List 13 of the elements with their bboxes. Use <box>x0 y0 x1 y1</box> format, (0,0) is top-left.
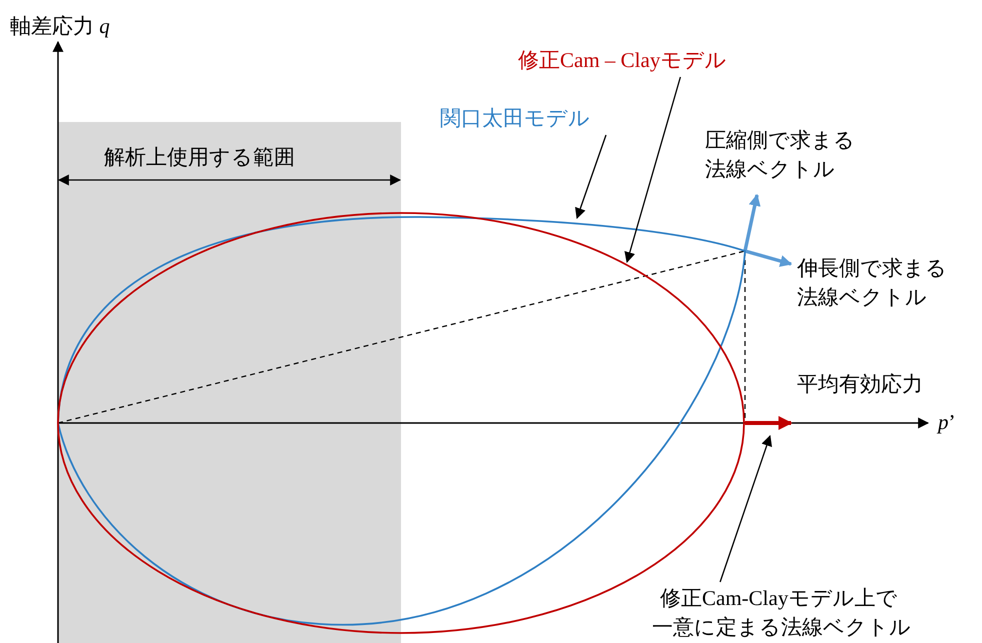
normal-vector-arrow <box>745 416 792 430</box>
model-label: 修正Cam – Clayモデル <box>518 47 728 74</box>
axis-label: 軸差応力 q <box>10 13 111 40</box>
leader-line <box>575 134 607 220</box>
model-label: 関口太田モデル <box>440 105 591 132</box>
axis-label: p’ <box>938 409 956 436</box>
model-label: 修正Cam-Clayモデル上で一意に定まる法線ベクトル <box>652 585 912 641</box>
vector-label: 伸長側で求まる法線ベクトル <box>797 255 948 311</box>
leader-line <box>720 434 772 582</box>
range-label: 解析上使用する範囲 <box>104 144 296 171</box>
leader-line <box>624 76 682 264</box>
axis-label: 平均有効応力 <box>797 371 924 398</box>
vector-label: 圧縮側で求まる法線ベクトル <box>705 127 856 183</box>
